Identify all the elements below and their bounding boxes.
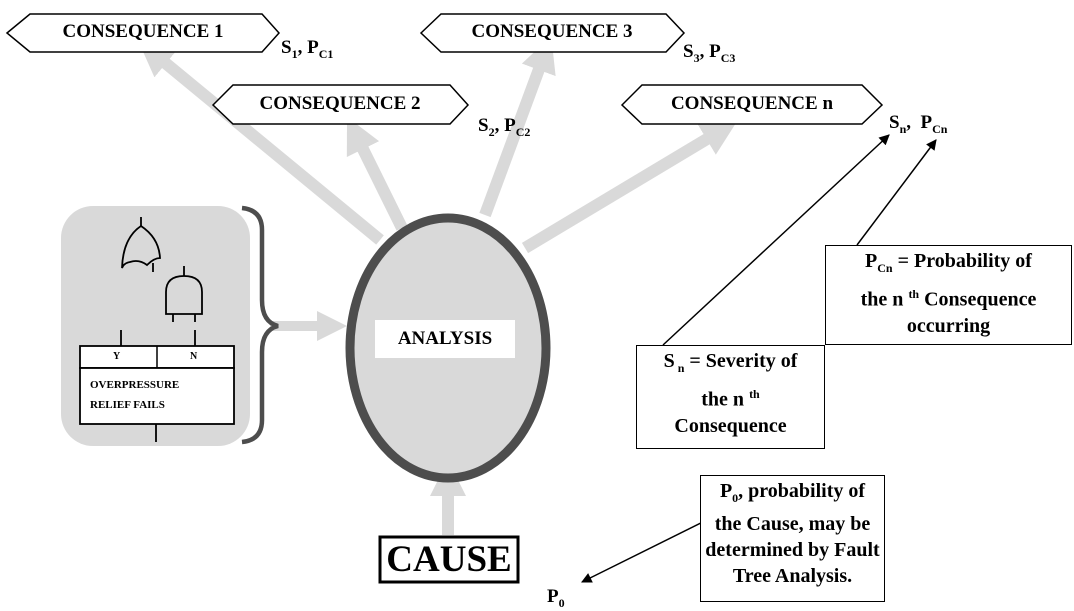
cause-label: CAUSE	[386, 539, 512, 580]
consequence-3-box	[419, 13, 686, 53]
cause-probability-label: P0	[547, 586, 565, 610]
consequence-n-severity-probability: Sn, PCn	[889, 112, 948, 136]
arrow-to-consequence-n	[521, 120, 738, 254]
consequence-n-box	[620, 84, 884, 125]
analysis-label-box	[375, 320, 515, 358]
gate-event-box	[79, 367, 235, 425]
consequence-1-box	[5, 13, 281, 53]
probability-pointer-line	[856, 139, 937, 246]
arrow-to-consequence-1	[138, 40, 384, 245]
arrow-to-consequence-2	[346, 116, 408, 231]
curly-brace-icon	[241, 205, 279, 445]
severity-pointer-line	[662, 134, 890, 346]
arrow-to-consequence-3	[479, 36, 556, 218]
gate-yes-label: Y	[113, 351, 121, 362]
consequence-1-severity-probability: S1, PC1	[281, 37, 334, 61]
consequence-2-severity-probability: S2, PC2	[478, 115, 531, 139]
analysis-label: ANALYSIS	[397, 328, 493, 349]
consequence-2-label: CONSEQUENCE 2	[259, 93, 421, 114]
consequence-1-label: CONSEQUENCE 1	[62, 21, 224, 42]
or-gate-icon	[121, 224, 161, 269]
consequence-2-box	[211, 84, 470, 125]
consequence-n-label: CONSEQUENCE n	[670, 93, 834, 114]
consequence-3-label: CONSEQUENCE 3	[471, 21, 633, 42]
and-gate-icon	[165, 275, 203, 315]
cause-note: P0, probability of the Cause, may be det…	[700, 475, 885, 602]
cause-box	[378, 535, 520, 584]
gate-no-label: N	[190, 351, 198, 362]
probability-note: PCn = Probability of the n th Consequenc…	[825, 245, 1072, 345]
consequence-3-severity-probability: S3, PC3	[683, 41, 736, 65]
severity-note: S n = Severity of the n th Consequence	[636, 345, 825, 449]
